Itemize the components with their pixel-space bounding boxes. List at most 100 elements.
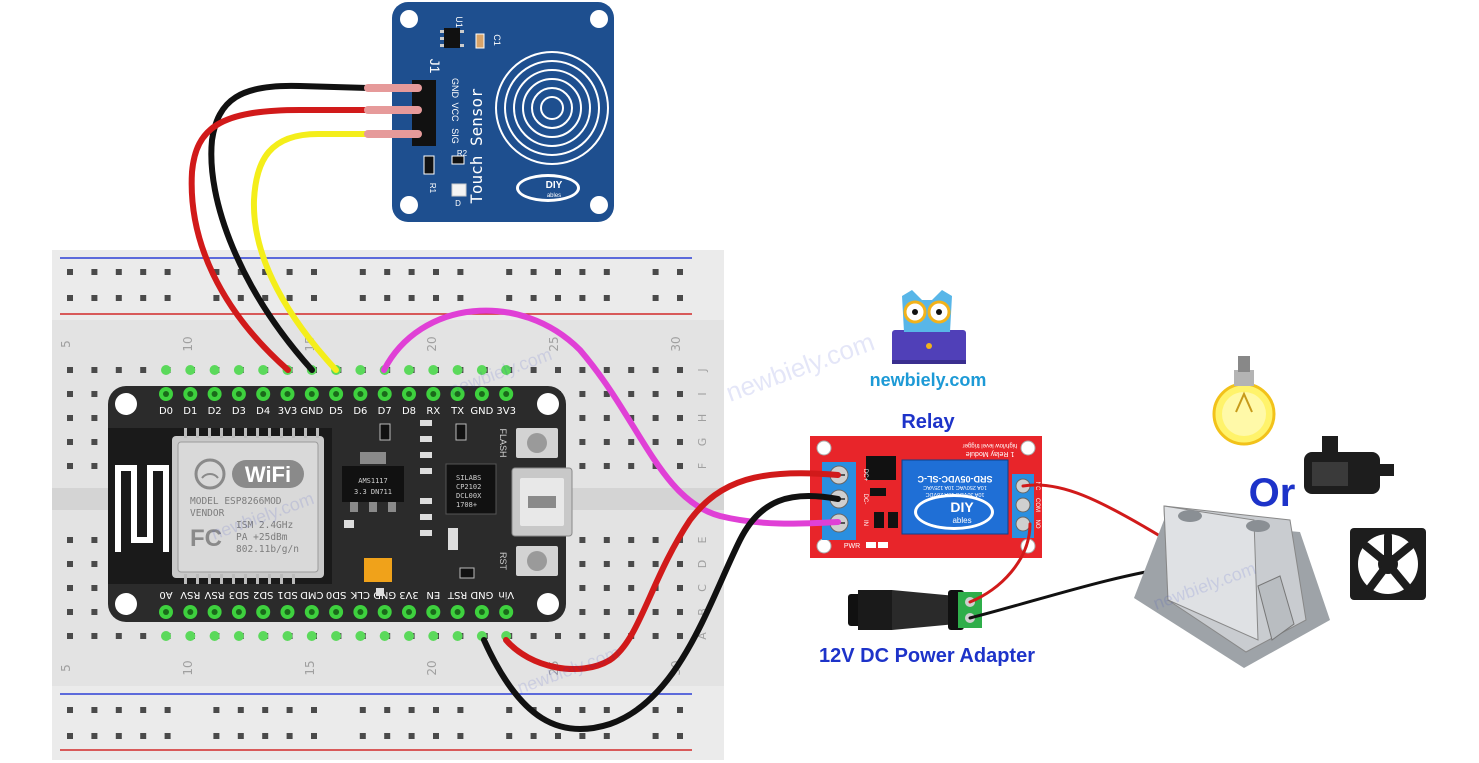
breadboard-hole: [67, 415, 73, 421]
top-pin-label: D8: [402, 406, 416, 417]
row-letter: H: [696, 414, 709, 422]
watermark: newbiely.com: [722, 326, 878, 407]
breadboard-hole: [67, 609, 73, 615]
reset-button-label: RST: [498, 552, 508, 571]
top-pin-label: GND: [300, 406, 323, 417]
breadboard-hole: [677, 463, 683, 469]
rail-hole: [91, 707, 98, 713]
rail-hole: [213, 733, 220, 739]
breadboard-hole: [115, 633, 122, 639]
breadboard-hole: [603, 561, 610, 567]
adapter-label: 12V DC Power Adapter: [819, 645, 1035, 667]
breadboard-hole: [555, 633, 561, 639]
sensor-mount-hole: [400, 196, 418, 214]
active-hole: [476, 365, 487, 375]
row-letter: D: [696, 560, 709, 568]
breadboard-hole: [652, 367, 659, 373]
breadboard-hole: [579, 439, 586, 445]
breadboard-hole: [628, 537, 635, 543]
light-bulb: [1212, 356, 1276, 446]
breadboard-hole: [652, 391, 659, 397]
rail-hole: [433, 707, 439, 713]
breadboard-hole: [677, 415, 683, 421]
bottom-pin-label: Vin: [498, 589, 514, 600]
sensor-mount-hole: [590, 10, 608, 28]
active-hole: [209, 365, 220, 375]
bottom-pin-label: GND: [373, 589, 396, 600]
breadboard-hole: [628, 391, 635, 397]
module-line: MODEL ESP8266MOD: [190, 496, 282, 507]
rail-hole: [91, 295, 98, 301]
bottom-pin-label: RST: [447, 589, 467, 600]
wifi-logo: WiFi: [194, 458, 304, 490]
breadboard-hole: [115, 367, 122, 373]
antenna-trace: [115, 465, 169, 552]
pin-label-sig: SIG: [450, 128, 460, 144]
breadboard-hole: [652, 633, 659, 639]
rail-hole: [67, 733, 73, 739]
rail-hole: [286, 295, 293, 301]
breadboard-hole: [603, 537, 610, 543]
sensor-mount-hole: [590, 196, 608, 214]
breadboard-hole: [67, 391, 73, 397]
rail-hole: [237, 295, 244, 301]
row-letter: G: [696, 438, 709, 447]
rail-hole: [457, 269, 464, 275]
pin-label-vcc: VCC: [450, 102, 460, 122]
top-pin-label: TX: [450, 406, 464, 417]
rail-hole: [555, 295, 561, 301]
rail-hole: [262, 733, 269, 739]
fcc-mark: FC: [190, 525, 222, 552]
breadboard-hole: [579, 585, 586, 591]
rail-hole: [433, 733, 439, 739]
touch-pad: [495, 51, 609, 165]
wire-signal-relay: [381, 307, 841, 527]
newbiely-logo: [892, 290, 966, 364]
rail-hole: [359, 733, 366, 739]
bottom-pin-label: SD0: [326, 589, 346, 600]
rail-hole: [311, 269, 317, 275]
smd-components: [344, 420, 475, 596]
rail-hole: [579, 733, 586, 739]
diyables-logo-sensor: DIY ables: [516, 174, 580, 202]
breadboard-hole: [91, 367, 98, 373]
pwr-label: PWR: [844, 543, 860, 550]
breadboard-hole: [530, 367, 537, 373]
bottom-pin-label: SD2: [253, 589, 273, 600]
rail-hole: [213, 707, 220, 713]
mount-hole: [537, 593, 559, 615]
breadboard-hole: [67, 537, 73, 543]
module-line: ISM 2.4GHz: [236, 520, 293, 531]
rail-hole: [359, 295, 366, 301]
rail-hole: [164, 707, 171, 713]
terminal-label-no: NO: [1034, 520, 1040, 529]
breadboard-hole: [555, 367, 561, 373]
column-number: 15: [303, 660, 317, 675]
rail-hole: [262, 269, 269, 275]
terminal-label-dc-plus: DC+: [862, 469, 868, 482]
wire-adapter-positive: [968, 522, 1032, 604]
rail-hole: [140, 733, 147, 739]
tantalum-capacitor: [364, 558, 392, 582]
rail-hole: [433, 269, 439, 275]
breadboard-hole: [652, 561, 659, 567]
breadboard-hole: [603, 585, 610, 591]
rail-hole: [91, 733, 98, 739]
row-letter: B: [696, 608, 709, 616]
rail-hole: [384, 295, 391, 301]
rail-hole: [67, 269, 73, 275]
breadboard-hole: [91, 585, 98, 591]
ic-label: U1: [454, 16, 464, 28]
active-hole: [258, 631, 269, 641]
rail-hole: [677, 295, 683, 301]
usb-chip-label: 1708+: [456, 501, 477, 509]
bottom-pin-label: EN: [426, 589, 440, 600]
relay-module-title: 1 Relay Module: [966, 450, 1015, 457]
rail-hole: [311, 295, 317, 301]
rail-hole: [115, 295, 122, 301]
rail-hole: [311, 707, 317, 713]
breadboard-hole: [652, 537, 659, 543]
rail-hole: [213, 295, 220, 301]
breadboard-hole: [140, 633, 147, 639]
breadboard-hole: [579, 609, 586, 615]
